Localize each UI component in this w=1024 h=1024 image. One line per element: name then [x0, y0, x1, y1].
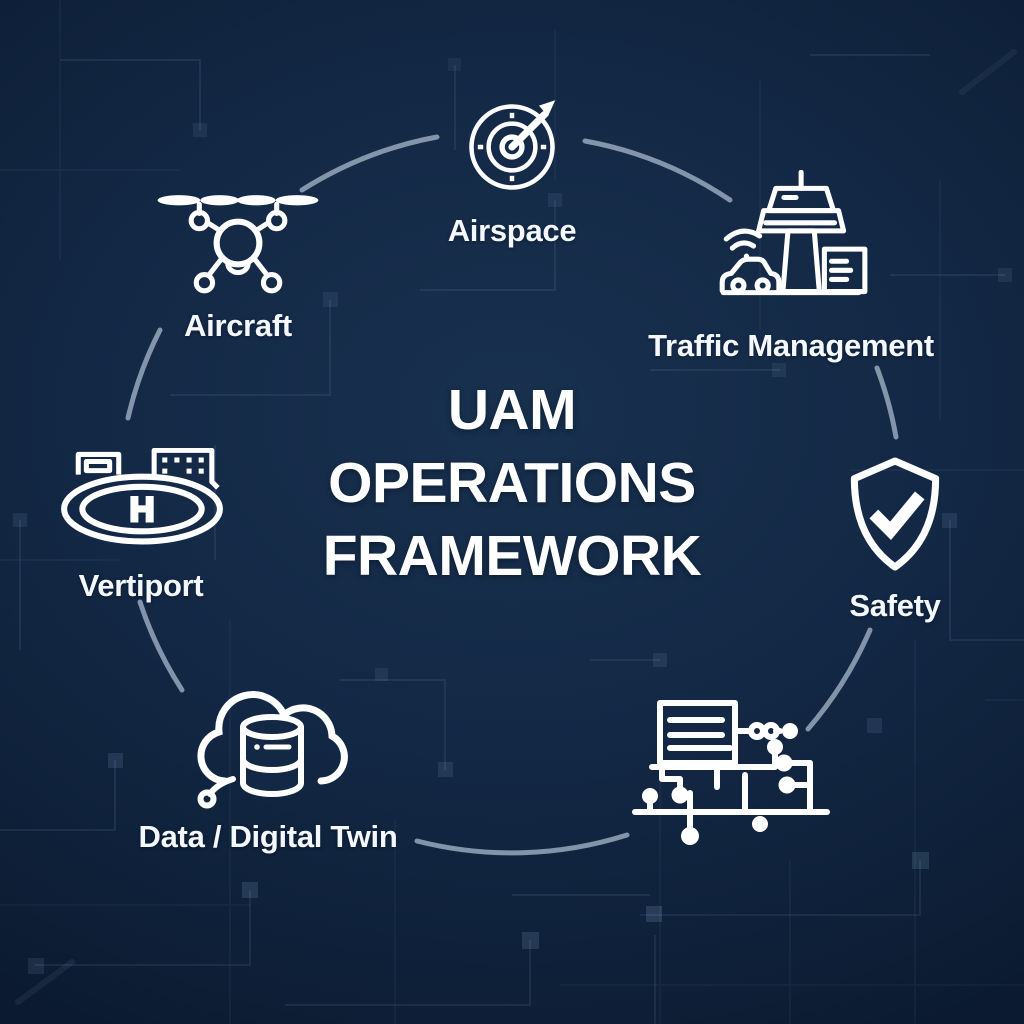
- node-label-safety: Safety: [849, 588, 941, 623]
- helipad-icon: H: [61, 448, 223, 545]
- control-tower-icon: [719, 170, 868, 296]
- drone-icon: [157, 195, 319, 294]
- node-traffic-management: Traffic Management: [641, 170, 941, 364]
- node-aircraft: Aircraft: [118, 186, 358, 344]
- circuit-flow-icon: [632, 700, 830, 845]
- node-safety: Safety: [785, 450, 1005, 624]
- node-airspace: Airspace: [402, 93, 622, 249]
- arc-aircraft-airspace: [299, 134, 440, 193]
- node-data-digital-twin: Data / Digital Twin: [128, 663, 408, 855]
- arc-bottom: [414, 832, 630, 856]
- helipad-h-marking: H: [130, 491, 155, 529]
- page-title: UAM OPERATIONS FRAMEWORK: [0, 374, 1024, 593]
- node-label-vertiport: Vertiport: [78, 568, 204, 603]
- node-label-traffic-management: Traffic Management: [648, 328, 934, 363]
- arc-safety-process: [805, 627, 873, 732]
- title-line-3: FRAMEWORK: [322, 524, 702, 588]
- shield-check-icon: [850, 457, 940, 571]
- cloud-database-icon: [197, 691, 348, 809]
- radar-icon: [469, 100, 556, 190]
- node-label-aircraft: Aircraft: [184, 308, 292, 343]
- node-process-flow: [630, 693, 860, 863]
- arc-data-vertiport: [137, 599, 185, 693]
- framework-circle: [125, 134, 899, 856]
- title-line-2: OPERATIONS: [328, 451, 696, 515]
- arc-airspace-traffic: [582, 138, 733, 203]
- title-line-1: UAM: [447, 378, 577, 442]
- node-vertiport: H Vertiport: [31, 448, 251, 604]
- node-label-airspace: Airspace: [447, 213, 577, 248]
- arc-traffic-safety: [874, 365, 899, 440]
- arc-vertiport-aircraft: [125, 327, 163, 421]
- node-label-data-digital-twin: Data / Digital Twin: [138, 819, 398, 854]
